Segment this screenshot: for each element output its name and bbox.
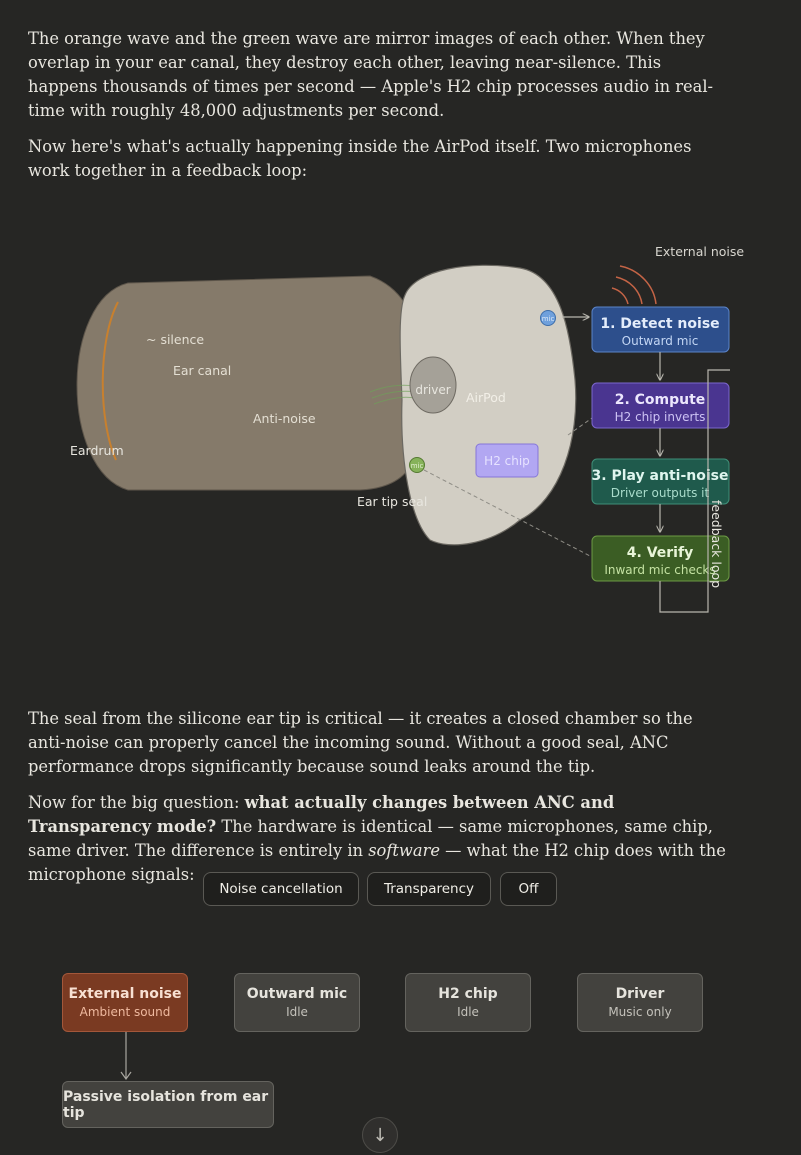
step-4-sub: Inward mic checks bbox=[604, 563, 715, 577]
svg-text:mic: mic bbox=[542, 315, 555, 323]
flow-node-outward-mic: Outward mic Idle bbox=[234, 973, 360, 1032]
paragraph-wave-explanation: The orange wave and the green wave are m… bbox=[28, 29, 714, 120]
driver-shape bbox=[409, 356, 457, 414]
external-noise-label: External noise bbox=[655, 244, 744, 259]
paragraph-seal: The seal from the silicone ear tip is cr… bbox=[28, 709, 693, 776]
feedback-loop-path bbox=[659, 369, 730, 613]
step-2-sub: H2 chip inverts bbox=[615, 410, 706, 424]
ear-canal-shape bbox=[76, 275, 423, 491]
step-3-sub: Driver outputs it bbox=[611, 486, 710, 500]
feedback-loop-label: feedback loop bbox=[709, 500, 724, 588]
h2-chip-shape bbox=[475, 443, 539, 478]
anc-feedback-diagram: driver H2 chip mic mic ~ silence Ear can… bbox=[70, 244, 744, 613]
anti-noise-label: Anti-noise bbox=[253, 411, 316, 426]
svg-text:mic: mic bbox=[411, 462, 424, 470]
ear-tip-seal-label: Ear tip seal bbox=[357, 494, 427, 509]
inward-mic-dot bbox=[409, 457, 425, 473]
step-1-title: 1. Detect noise bbox=[600, 316, 719, 332]
ear-canal-label: Ear canal bbox=[173, 363, 231, 378]
step-1-sub: Outward mic bbox=[622, 334, 699, 348]
paragraph-mode-question: Now for the big question: what actually … bbox=[28, 793, 726, 884]
mode-button-off[interactable]: Off bbox=[500, 872, 557, 906]
mode-button-noise-cancellation[interactable]: Noise cancellation bbox=[203, 872, 359, 906]
flow-node-h2-chip: H2 chip Idle bbox=[405, 973, 531, 1032]
flow-node-external-noise: External noise Ambient sound bbox=[62, 973, 188, 1032]
eardrum-line bbox=[101, 301, 119, 461]
flow-node-driver: Driver Music only bbox=[577, 973, 703, 1032]
paragraph-airpod-intro: Now here's what's actually happening ins… bbox=[28, 137, 692, 180]
airpod-label: AirPod bbox=[466, 390, 506, 405]
flow-node-passive-isolation: Passive isolation from ear tip bbox=[62, 1081, 274, 1128]
scroll-down-button[interactable]: ↓ bbox=[362, 1117, 398, 1153]
driver-label: driver bbox=[415, 383, 450, 397]
eardrum-label: Eardrum bbox=[70, 443, 124, 458]
step-3-title: 3. Play anti-noise bbox=[592, 468, 729, 484]
silence-label: ~ silence bbox=[146, 332, 204, 347]
mode-button-transparency[interactable]: Transparency bbox=[367, 872, 491, 906]
h2-chip-label: H2 chip bbox=[484, 454, 530, 468]
step-4-title: 4. Verify bbox=[627, 545, 693, 561]
arrow-down-icon: ↓ bbox=[372, 1124, 388, 1146]
outward-mic-dot bbox=[540, 310, 556, 326]
step-2-title: 2. Compute bbox=[615, 392, 706, 408]
flow-arrow bbox=[120, 1032, 132, 1081]
